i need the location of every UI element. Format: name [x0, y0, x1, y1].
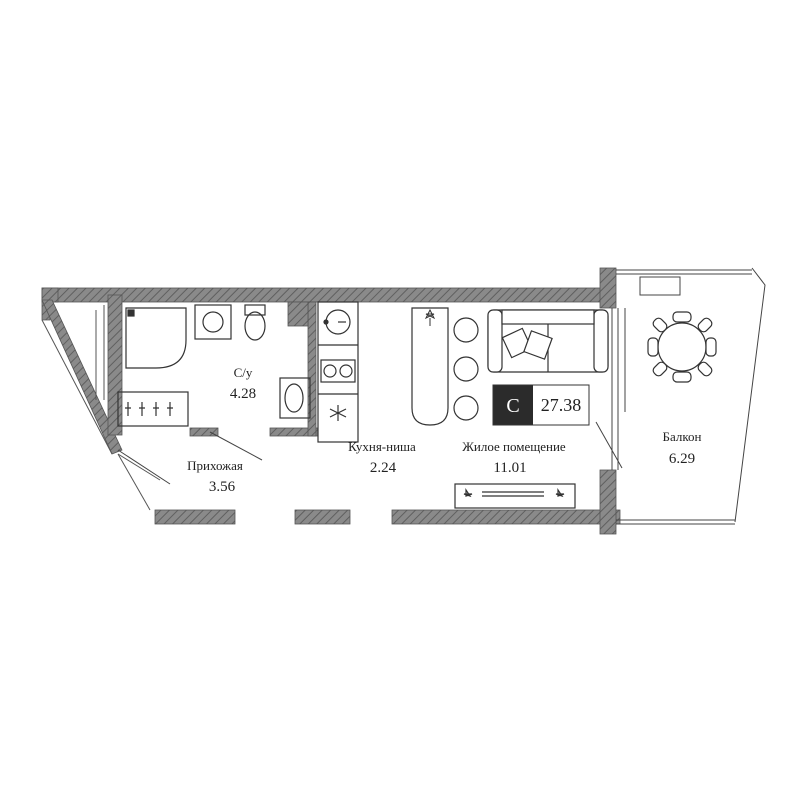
wall-top [41, 287, 611, 303]
bar-plant-icon [424, 308, 436, 326]
left-edge-lines [41, 305, 161, 511]
balcony-table-icon [647, 311, 717, 383]
wardrobe-icon [117, 391, 189, 427]
kitchen-counter [317, 301, 359, 443]
living-room-area: 11.01 [493, 460, 526, 476]
wall-bottom-2 [294, 509, 351, 525]
fridge-icon [329, 405, 347, 421]
stove-icon [320, 359, 356, 383]
apartment-area-badge: С 27.38 [492, 384, 590, 426]
wall-bottom-1 [154, 509, 236, 525]
bar-counter [411, 307, 449, 426]
bathroom-label: С/у [234, 365, 253, 380]
kitchen-label: Кухня-ниша [348, 439, 416, 454]
sink-icon [279, 377, 311, 419]
tv-stand-icon [454, 483, 576, 509]
badge-total-area: 27.38 [541, 395, 582, 415]
wall-bathroom-niche [287, 301, 309, 327]
wall-bottom-3 [391, 509, 621, 525]
shower-icon [125, 307, 187, 369]
living-room-label: Жилое помещение [462, 439, 566, 454]
bathroom-area: 4.28 [230, 386, 256, 402]
walls [41, 267, 621, 535]
balcony-area: 6.29 [669, 451, 695, 467]
badge-outline [492, 384, 590, 426]
balcony-cabinet [639, 276, 681, 296]
sofa-icon [487, 309, 609, 373]
wall-interior-left [107, 294, 123, 436]
hallway-label: Прихожая [187, 458, 243, 473]
badge-letter: С [506, 395, 519, 417]
balcony [611, 267, 766, 525]
hallway-door-lines [117, 421, 623, 485]
wall-bathroom-bottom [189, 427, 219, 437]
wall-left-diagonal [41, 299, 123, 455]
wall-kitchen-partition [307, 301, 317, 437]
badge-dark-box [493, 385, 533, 425]
kitchen-sink-icon [323, 309, 351, 335]
toilet-icon [244, 304, 266, 341]
hallway-area: 3.56 [209, 479, 236, 495]
washing-machine-icon [194, 304, 232, 340]
kitchen-area: 2.24 [370, 460, 397, 476]
bar-stools [453, 317, 479, 421]
wall-right-upper [599, 267, 617, 309]
balcony-label: Балкон [663, 429, 702, 444]
wall-right-lower [599, 469, 617, 535]
